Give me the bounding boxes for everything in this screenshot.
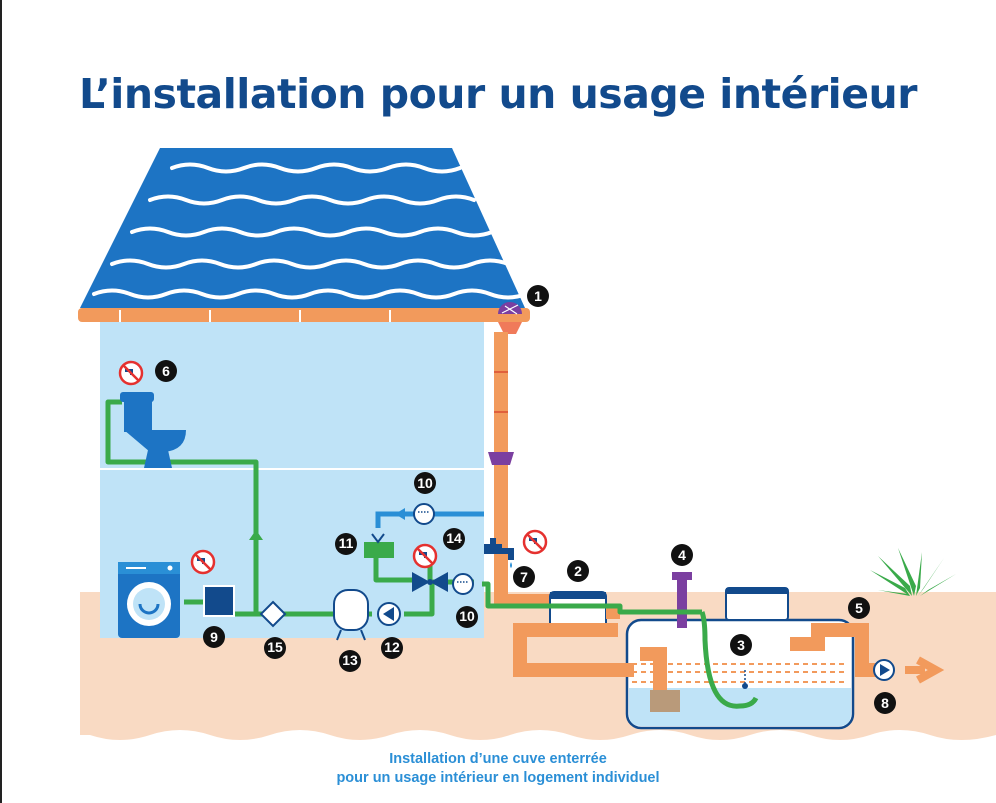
- svg-text:4: 4: [678, 547, 686, 563]
- svg-text:2: 2: [574, 563, 582, 579]
- gutter-filter-icon: [498, 302, 522, 334]
- number-badge: 10: [414, 472, 436, 494]
- svg-text:7: 7: [520, 569, 528, 585]
- water-meter-icon: [452, 573, 474, 595]
- number-badge: 6: [155, 360, 177, 382]
- water-meter-icon: [413, 503, 435, 525]
- number-badge: 5: [848, 597, 870, 619]
- number-badge: 4: [671, 544, 693, 566]
- svg-text:9: 9: [210, 629, 218, 645]
- number-badge: 15: [264, 637, 286, 659]
- tap-icon: [484, 538, 514, 568]
- green-pipes: [105, 399, 702, 617]
- no-drinking-water-icon: [118, 360, 144, 386]
- gutter: [78, 308, 530, 322]
- svg-text:3: 3: [737, 637, 745, 653]
- svg-text:11: 11: [339, 535, 354, 551]
- no-drinking-water-icon: [190, 549, 216, 575]
- caption-line-1: Installation d’une cuve enterrée: [389, 751, 607, 767]
- washing-machine-icon: [118, 562, 180, 638]
- number-badge: 1: [527, 285, 549, 307]
- inlet-elbow: [650, 690, 680, 712]
- number-badge: 12: [381, 637, 403, 659]
- caption: Installation d’une cuve enterrée pour un…: [0, 750, 996, 788]
- tank-hatch: [725, 587, 789, 621]
- svg-text:15: 15: [267, 639, 283, 655]
- number-badge: 14: [443, 528, 465, 550]
- svg-text:12: 12: [384, 639, 400, 655]
- vent-pipe: [672, 572, 692, 628]
- svg-text:5: 5: [855, 600, 863, 616]
- svg-text:10: 10: [417, 475, 433, 491]
- toilet-icon: [120, 392, 186, 468]
- number-badge: 2: [567, 560, 589, 582]
- no-drinking-water-icon: [412, 543, 438, 569]
- svg-text:6: 6: [162, 363, 170, 379]
- caption-line-2: pour un usage intérieur en logement indi…: [336, 770, 660, 786]
- three-way-valve-icon: [412, 572, 448, 592]
- blue-pipe: [375, 508, 484, 528]
- number-badge: 9: [203, 626, 225, 648]
- number-badge: 7: [513, 566, 535, 588]
- left-border: [0, 0, 2, 803]
- flow-arrow: [249, 530, 263, 540]
- overflow-pipe: [790, 623, 876, 677]
- pump-icon: [377, 602, 401, 626]
- valve-box-icon: [203, 585, 235, 617]
- svg-text:10: 10: [459, 608, 475, 624]
- roof: [80, 148, 528, 308]
- number-badge: 11: [335, 533, 357, 555]
- filter-icon: [259, 600, 287, 628]
- number-badge: 13: [339, 650, 361, 672]
- no-drinking-water-icon: [522, 529, 548, 555]
- downpipe: [488, 332, 552, 608]
- check-valve-icon: [873, 659, 895, 681]
- expansion-tank-icon: [333, 589, 369, 641]
- svg-text:1: 1: [534, 288, 542, 304]
- overflow-arrow: [905, 656, 945, 684]
- suction-pipe: [699, 611, 759, 709]
- number-badge: 3: [730, 634, 752, 656]
- svg-text:13: 13: [342, 652, 358, 668]
- plant-icon: [870, 548, 956, 596]
- number-badge: 8: [874, 692, 896, 714]
- page-title: L’installation pour un usage intérieur: [79, 70, 917, 118]
- svg-text:14: 14: [446, 530, 462, 546]
- air-gap-tank-icon: [364, 533, 394, 558]
- float-ball: [742, 683, 748, 689]
- number-badge: 10: [456, 606, 478, 628]
- svg-text:8: 8: [881, 695, 889, 711]
